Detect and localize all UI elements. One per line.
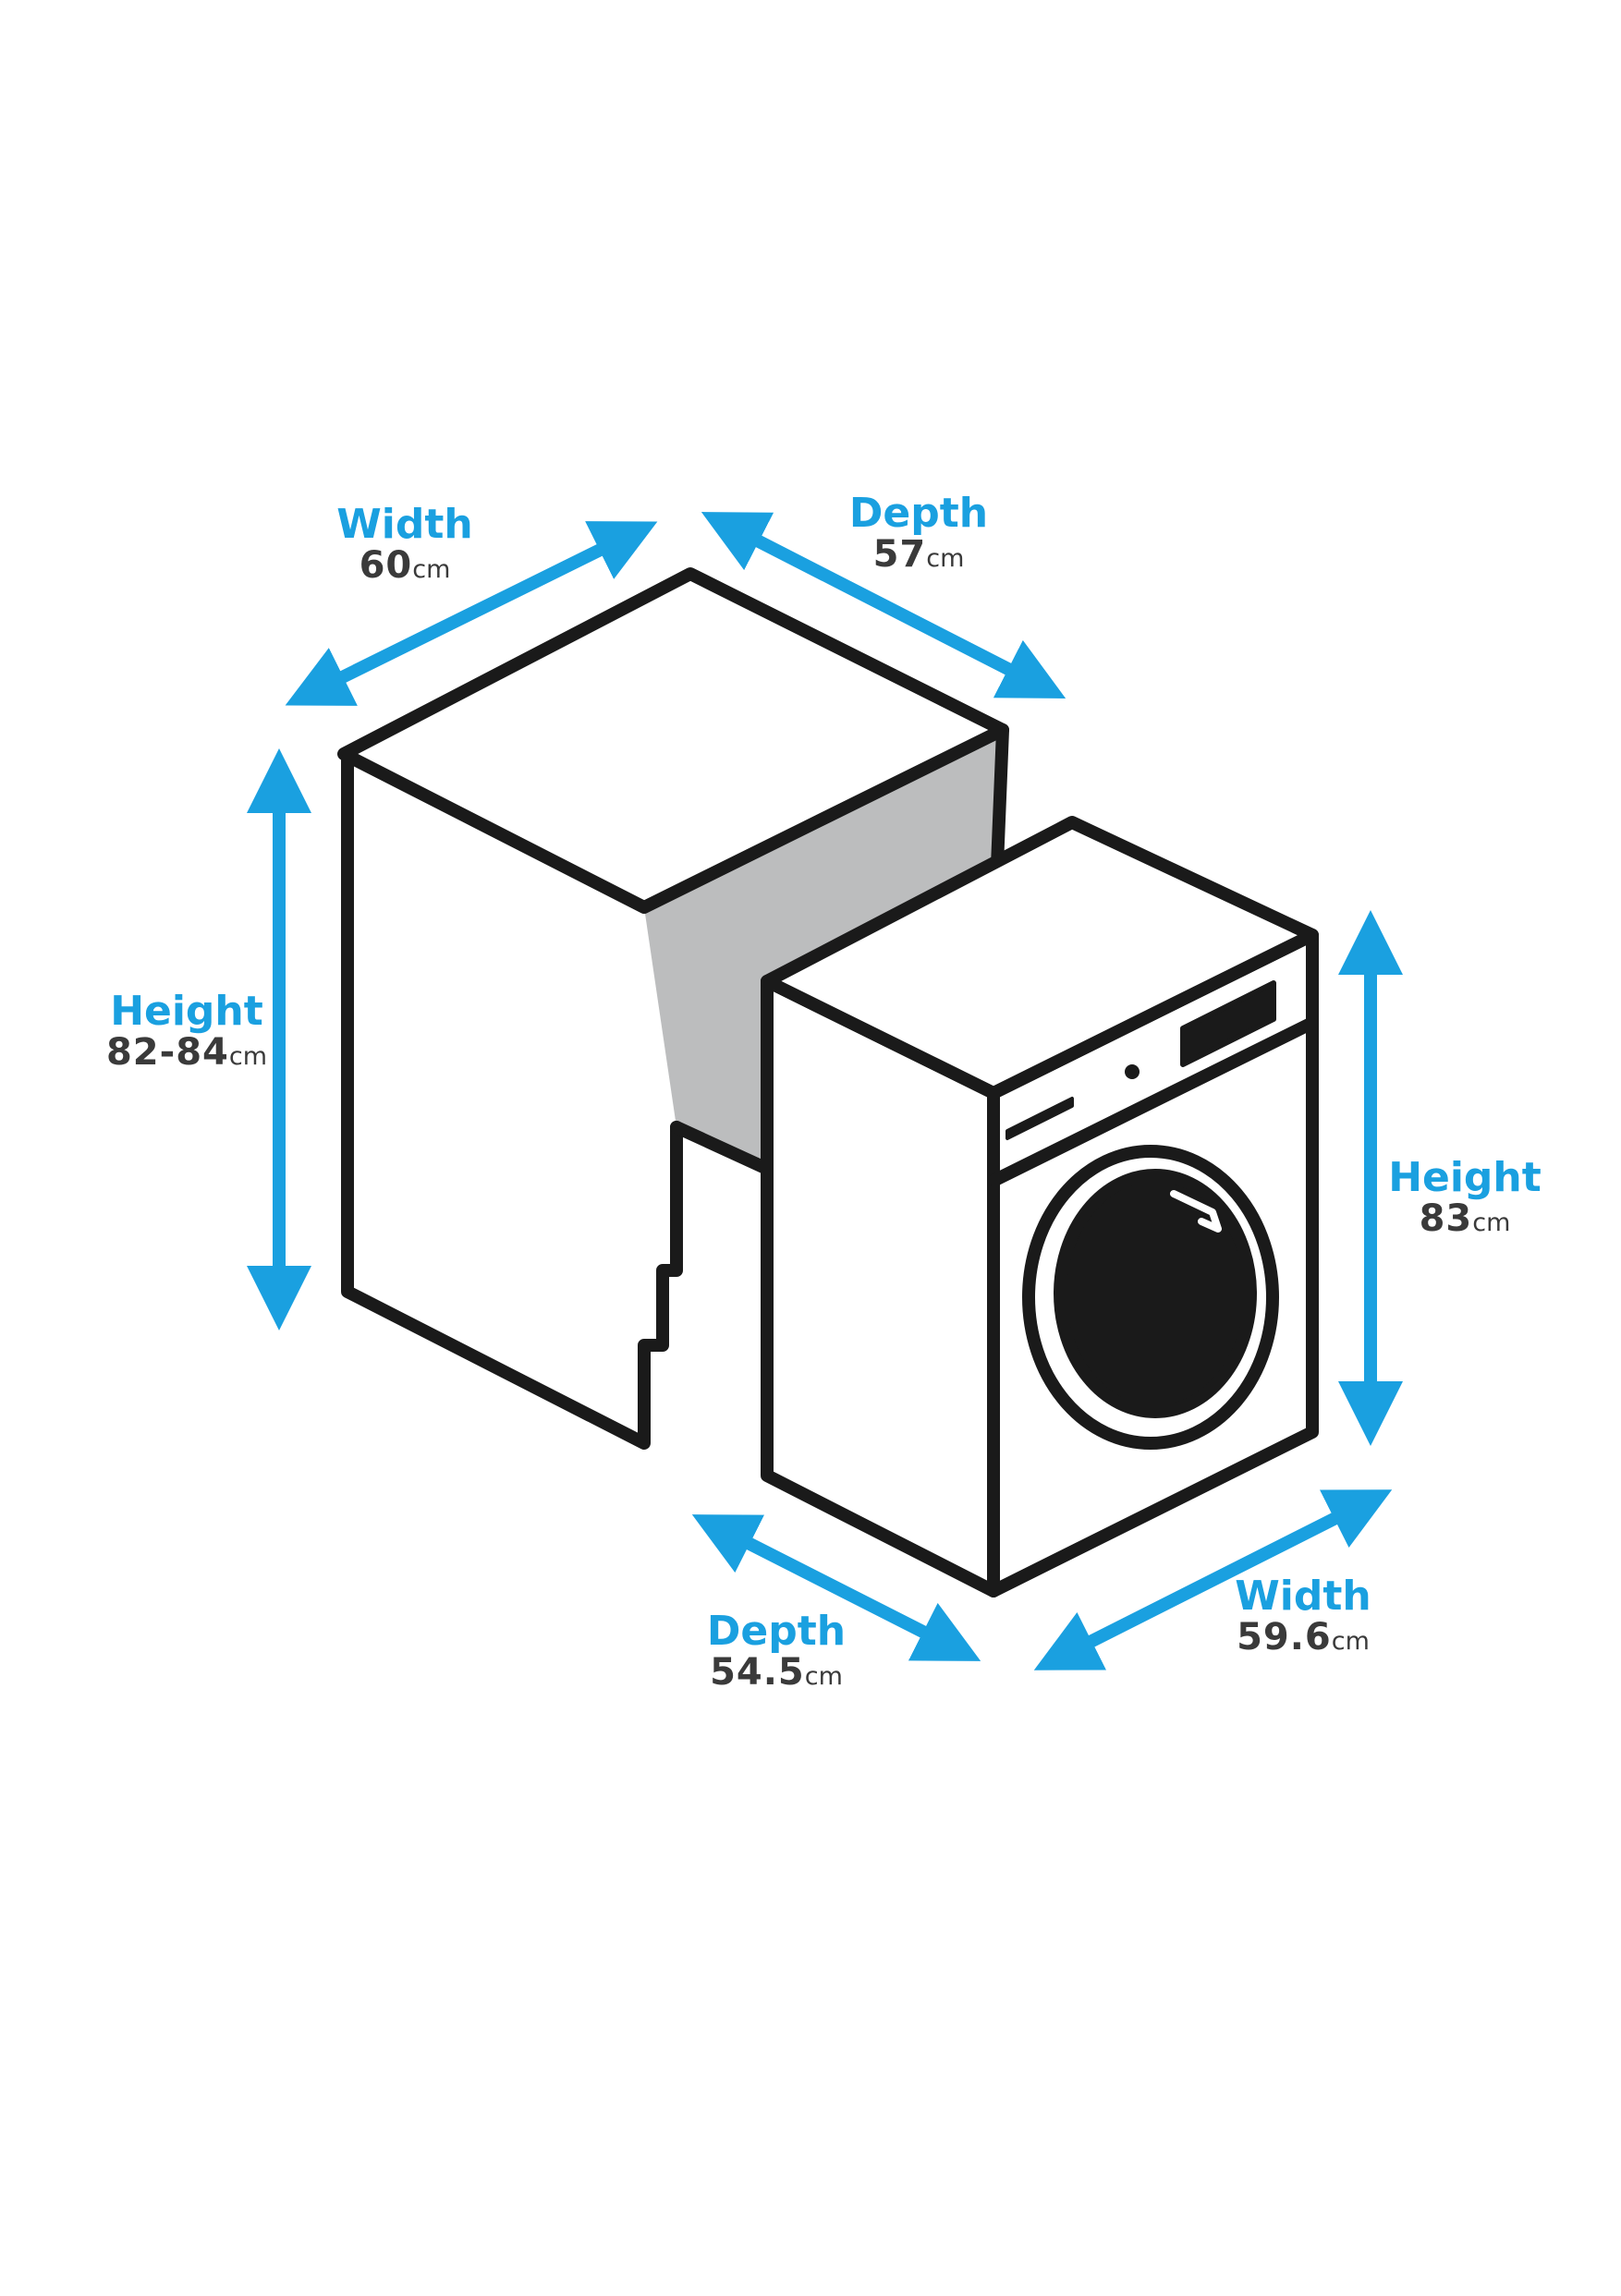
- detergent-drawer: [1006, 1097, 1074, 1140]
- appliance-depth-label: Depth 54.5cm: [675, 1610, 878, 1692]
- cavity-depth-unit: cm: [926, 544, 965, 574]
- control-panel-edge: [989, 1017, 1317, 1186]
- drum-highlight: [1170, 1190, 1222, 1233]
- washing-machine-icon: [761, 816, 1319, 1597]
- program-knob: [1125, 1064, 1140, 1079]
- cavity-depth-value: 57: [872, 533, 927, 577]
- cavity-height-value: 82-84: [105, 1031, 229, 1075]
- appliance-depth-unit: cm: [804, 1662, 843, 1692]
- cavity-width-value: 60: [359, 544, 413, 588]
- cavity-width-arrow: [285, 521, 658, 706]
- cavity-height-label: Height 82-84cm: [76, 990, 298, 1072]
- dimension-arrows: [247, 512, 1403, 1670]
- cavity-depth-label: Depth 57cm: [817, 492, 1020, 574]
- cavity-depth-arrow: [701, 512, 1066, 699]
- appliance-depth-value: 54.5: [710, 1651, 805, 1695]
- appliance-width-arrow: [1033, 1489, 1393, 1670]
- appliance-width-value: 59.6: [1237, 1616, 1332, 1659]
- cavity-width-label: Width 60cm: [303, 501, 506, 588]
- appliance-width-label: Width 59.6cm: [1192, 1573, 1414, 1659]
- appliance-width-unit: cm: [1331, 1627, 1370, 1657]
- appliance-width-name: Width: [1235, 1573, 1371, 1620]
- appliance-height-name: Height: [1388, 1154, 1542, 1201]
- appliance-depth-arrow: [691, 1514, 981, 1661]
- cavity-height-name: Height: [110, 988, 263, 1035]
- cavity-floor-edge: [670, 1121, 774, 1175]
- appliance-height-value: 83: [1419, 1197, 1473, 1241]
- cavity-width-unit: cm: [412, 555, 451, 585]
- cavity-height-unit: cm: [228, 1042, 268, 1072]
- door-glass: [1054, 1169, 1257, 1418]
- machine-top: [761, 816, 1319, 1099]
- cavity-width-name: Width: [336, 501, 473, 548]
- cavity-depth-name: Depth: [848, 490, 989, 537]
- cavity-left-panel: [341, 753, 683, 1450]
- appliance-height-unit: cm: [1472, 1209, 1511, 1238]
- display-panel: [1180, 980, 1276, 1067]
- appliance-depth-name: Depth: [706, 1608, 847, 1655]
- appliance-height-label: Height 83cm: [1359, 1154, 1571, 1241]
